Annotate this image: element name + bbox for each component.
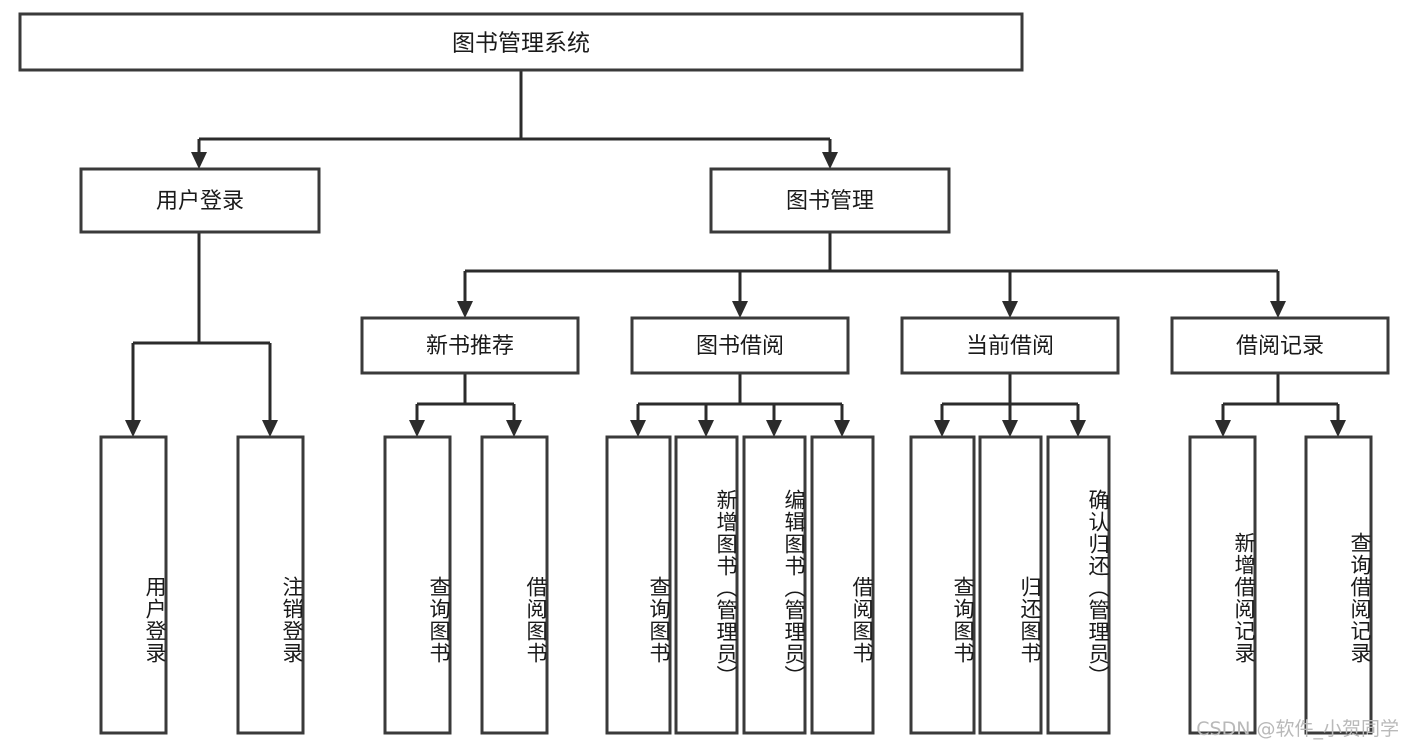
arrowhead-leaf-query-record bbox=[1330, 420, 1346, 437]
arrowhead-book-borrow bbox=[732, 301, 748, 318]
arrowhead-leaf-borrow-book-a bbox=[506, 420, 522, 437]
node-leaf-user-logout[interactable] bbox=[236, 435, 305, 735]
node-layer: 图书管理系统 用户登录 图书管理 新书推荐 图书借阅 当前借阅 借阅记录 bbox=[18, 12, 1390, 735]
node-new-book-rec-label: 新书推荐 bbox=[426, 334, 514, 359]
arrowhead-borrow-record bbox=[1270, 301, 1286, 318]
arrowhead-leaf-edit-book bbox=[766, 420, 782, 437]
arrowhead-leaf-query-book-c bbox=[934, 420, 950, 437]
node-leaf-add-book[interactable] bbox=[674, 435, 739, 735]
node-root[interactable] bbox=[18, 12, 1024, 72]
arrowhead-leaf-return-book bbox=[1002, 420, 1018, 437]
node-leaf-add-record[interactable] bbox=[1188, 435, 1257, 735]
node-book-borrow-label: 图书借阅 bbox=[696, 334, 784, 359]
node-leaf-query-book-a[interactable] bbox=[383, 435, 452, 735]
node-leaf-edit-book[interactable] bbox=[742, 435, 807, 735]
node-leaf-borrow-book-a[interactable] bbox=[480, 435, 549, 735]
arrowhead-leaf-user-logout bbox=[262, 420, 278, 437]
node-new-book-rec[interactable] bbox=[360, 316, 580, 375]
node-book-mgmt-label: 图书管理 bbox=[786, 189, 874, 214]
node-leaf-confirm-return[interactable] bbox=[1046, 435, 1111, 735]
node-borrow-record-label: 借阅记录 bbox=[1236, 334, 1324, 359]
arrowhead-user-login bbox=[191, 152, 207, 169]
arrowhead-leaf-query-book-b bbox=[630, 420, 646, 437]
node-root-label: 图书管理系统 bbox=[452, 31, 590, 57]
csdn-watermark: CSDN @软件_小贺同学 bbox=[1196, 718, 1399, 740]
arrowhead-leaf-add-book bbox=[698, 420, 714, 437]
arrowhead-leaf-user-login bbox=[125, 420, 141, 437]
node-leaf-query-book-c[interactable] bbox=[909, 435, 976, 735]
node-user-login[interactable] bbox=[79, 167, 321, 234]
arrowhead-leaf-add-record bbox=[1215, 420, 1231, 437]
node-current-borrow-label: 当前借阅 bbox=[966, 334, 1054, 359]
arrowhead-current-borrow bbox=[1002, 301, 1018, 318]
connector-layer bbox=[125, 70, 1346, 437]
node-leaf-return-book[interactable] bbox=[978, 435, 1043, 735]
arrowhead-leaf-query-book-a bbox=[409, 420, 425, 437]
node-leaf-query-book-b[interactable] bbox=[605, 435, 672, 735]
arrowhead-new-book-rec bbox=[457, 301, 473, 318]
arrowhead-leaf-borrow-book-b bbox=[834, 420, 850, 437]
arrowhead-book-mgmt bbox=[822, 152, 838, 169]
node-leaf-borrow-book-b[interactable] bbox=[810, 435, 875, 735]
node-borrow-record[interactable] bbox=[1170, 316, 1390, 375]
node-book-mgmt[interactable] bbox=[709, 167, 951, 234]
node-current-borrow[interactable] bbox=[900, 316, 1120, 375]
node-leaf-user-login[interactable] bbox=[99, 435, 168, 735]
node-book-borrow[interactable] bbox=[630, 316, 850, 375]
node-leaf-query-record[interactable] bbox=[1304, 435, 1373, 735]
arrowhead-leaf-confirm-return bbox=[1070, 420, 1086, 437]
node-user-login-label: 用户登录 bbox=[156, 189, 244, 214]
